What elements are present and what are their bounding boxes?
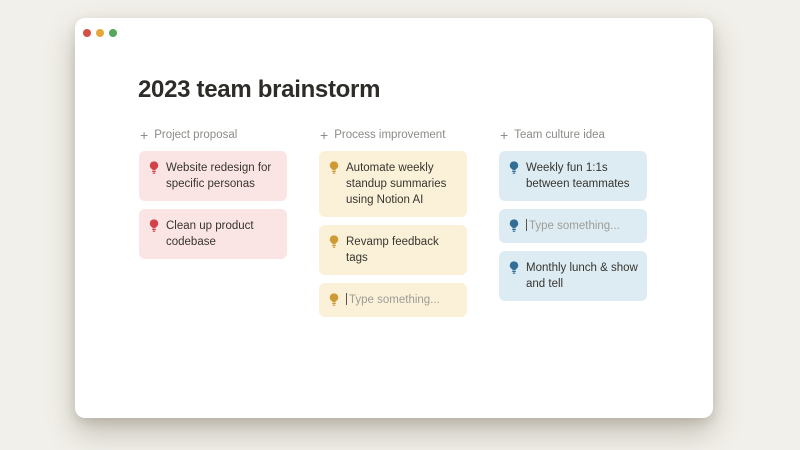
lightbulb-icon: [329, 161, 339, 174]
lightbulb-icon: [329, 235, 339, 248]
lightbulb-icon: [509, 161, 519, 174]
lightbulb-icon: [509, 261, 519, 274]
add-card-button[interactable]: + Project proposal: [140, 126, 287, 144]
card-text: Automate weekly standup summaries using …: [346, 160, 459, 208]
card-text-value: Website redesign for specific personas: [166, 162, 272, 190]
card-text: Website redesign for specific personas: [166, 160, 279, 192]
page-title[interactable]: 2023 team brainstorm: [138, 76, 381, 103]
add-card-button[interactable]: + Team culture idea: [500, 126, 647, 144]
add-card-button[interactable]: + Process improvement: [320, 126, 467, 144]
card[interactable]: Monthly lunch & show and tell: [499, 251, 647, 301]
board-column: + Process improvement Automate weekly st…: [319, 126, 467, 317]
plus-icon: +: [320, 127, 329, 143]
card-text: Type something...: [346, 292, 459, 308]
lightbulb-icon: [149, 219, 159, 232]
board: + Project proposal Website redesign for …: [139, 126, 647, 317]
lightbulb-icon: [329, 293, 339, 306]
card[interactable]: Weekly fun 1:1s between teammates: [499, 151, 647, 201]
card-list: Website redesign for specific personas C…: [139, 151, 287, 259]
card-text-value: Clean up product codebase: [166, 220, 254, 248]
card[interactable]: Clean up product codebase: [139, 209, 287, 259]
zoom-button[interactable]: [109, 29, 117, 37]
card-text-value: Automate weekly standup summaries using …: [346, 162, 447, 206]
plus-icon: +: [140, 127, 149, 143]
column-label: Process improvement: [334, 129, 446, 141]
card[interactable]: Automate weekly standup summaries using …: [319, 151, 467, 217]
card-text: Monthly lunch & show and tell: [526, 260, 639, 292]
card-text-value: Weekly fun 1:1s between teammates: [526, 162, 630, 190]
board-column: + Project proposal Website redesign for …: [139, 126, 287, 317]
minimize-button[interactable]: [96, 29, 104, 37]
text-caret: [526, 219, 527, 231]
card[interactable]: Type something...: [499, 209, 647, 243]
card-text: Clean up product codebase: [166, 218, 279, 250]
board-column: + Team culture idea Weekly fun 1:1s betw…: [499, 126, 647, 317]
window-controls: [83, 29, 117, 37]
card[interactable]: Website redesign for specific personas: [139, 151, 287, 201]
plus-icon: +: [500, 127, 509, 143]
card-text-value: Monthly lunch & show and tell: [526, 262, 638, 290]
card-text-value: Type something...: [349, 294, 440, 306]
card-list: Weekly fun 1:1s between teammates Type s…: [499, 151, 647, 301]
card-text: Weekly fun 1:1s between teammates: [526, 160, 639, 192]
lightbulb-icon: [509, 219, 519, 232]
card[interactable]: Type something...: [319, 283, 467, 317]
card-text-value: Revamp feedback tags: [346, 236, 439, 264]
card-text: Revamp feedback tags: [346, 234, 459, 266]
text-caret: [346, 293, 347, 305]
card-text-value: Type something...: [529, 220, 620, 232]
close-button[interactable]: [83, 29, 91, 37]
column-label: Project proposal: [154, 129, 238, 141]
card[interactable]: Revamp feedback tags: [319, 225, 467, 275]
app-window: 2023 team brainstorm + Project proposal …: [75, 18, 713, 418]
column-label: Team culture idea: [514, 129, 605, 141]
card-list: Automate weekly standup summaries using …: [319, 151, 467, 317]
card-text: Type something...: [526, 218, 639, 234]
lightbulb-icon: [149, 161, 159, 174]
